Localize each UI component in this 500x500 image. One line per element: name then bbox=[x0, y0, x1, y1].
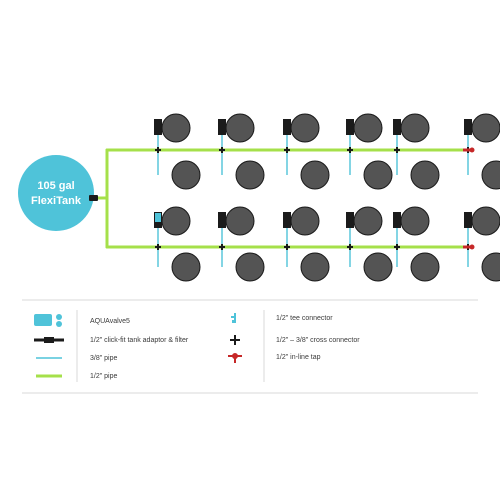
plant-pot bbox=[481, 160, 500, 190]
plant-pot bbox=[363, 252, 393, 282]
aquavalve bbox=[346, 119, 354, 135]
plant-pot bbox=[161, 113, 191, 143]
flexitank-body bbox=[18, 155, 94, 231]
click-fit-adaptor bbox=[89, 195, 98, 201]
aquavalve bbox=[218, 119, 226, 135]
plant-site-top-4 bbox=[346, 113, 393, 190]
inline-taps bbox=[463, 147, 475, 250]
legend: AQUAvalve5 1/2" click-fit tank adaptor &… bbox=[22, 299, 478, 394]
plant-site-bottom-6 bbox=[464, 206, 500, 282]
flexitank-capacity-label: 105 gal bbox=[37, 180, 74, 192]
tee-connector-icon bbox=[231, 313, 236, 323]
plant-pot bbox=[235, 252, 265, 282]
legend-label-click-fit-adaptor: 1/2" click-fit tank adaptor & filter bbox=[90, 337, 189, 344]
aquavalve bbox=[464, 212, 472, 228]
aquavalve-highlight bbox=[155, 213, 161, 222]
plant-pot bbox=[353, 206, 383, 236]
plant-pot bbox=[471, 206, 500, 236]
plant-site-bottom-4 bbox=[346, 206, 393, 282]
bottom-row-inline-tap bbox=[463, 244, 475, 250]
plant-site-top-3 bbox=[283, 113, 330, 190]
plant-pot bbox=[290, 206, 320, 236]
aquavalve bbox=[346, 212, 354, 228]
plant-pot bbox=[353, 113, 383, 143]
plant-pot bbox=[161, 206, 191, 236]
plant-pot bbox=[410, 160, 440, 190]
plant-site-bottom-5 bbox=[393, 206, 440, 282]
legend-label-half-inch-pipe: 1/2" pipe bbox=[90, 373, 118, 380]
legend-label-cross-connector: 1/2" – 3/8" cross connector bbox=[276, 337, 360, 344]
plant-pot bbox=[400, 206, 430, 236]
plant-pot bbox=[400, 113, 430, 143]
plant-sites bbox=[154, 113, 500, 282]
plant-pot bbox=[481, 252, 500, 282]
plant-site-top-6 bbox=[464, 113, 500, 190]
inline-tap-icon bbox=[228, 353, 242, 363]
plant-pot bbox=[235, 160, 265, 190]
plant-pot bbox=[471, 113, 500, 143]
plant-pot bbox=[171, 252, 201, 282]
aquavalve bbox=[154, 119, 162, 135]
plant-pot bbox=[300, 160, 330, 190]
aquavalve bbox=[393, 119, 401, 135]
plant-pot bbox=[290, 113, 320, 143]
legend-label-three-eighths-pipe: 3/8" pipe bbox=[90, 355, 118, 362]
plant-site-bottom-2 bbox=[218, 206, 265, 282]
click-fit-adaptor-icon bbox=[34, 337, 64, 343]
top-row-inline-tap bbox=[463, 147, 475, 153]
plant-pot bbox=[225, 113, 255, 143]
plant-pot bbox=[363, 160, 393, 190]
cross-connector-icon bbox=[230, 335, 240, 345]
aquavalve bbox=[464, 119, 472, 135]
legend-label-tee-connector: 1/2" tee connector bbox=[276, 315, 333, 322]
aquavalve5-icon bbox=[34, 314, 62, 327]
flexitank: 105 gal FlexiTank bbox=[18, 155, 98, 231]
aquavalve bbox=[283, 212, 291, 228]
aquavalve bbox=[218, 212, 226, 228]
plant-pot bbox=[410, 252, 440, 282]
legend-label-aquavalve5: AQUAvalve5 bbox=[90, 318, 130, 325]
plant-pot bbox=[171, 160, 201, 190]
aquavalve bbox=[283, 119, 291, 135]
legend-label-inline-tap: 1/2" in-line tap bbox=[276, 354, 321, 361]
plant-pot bbox=[300, 252, 330, 282]
plant-pot bbox=[225, 206, 255, 236]
plant-site-top-2 bbox=[218, 113, 265, 190]
flexitank-name-label: FlexiTank bbox=[31, 195, 82, 207]
plant-site-top-1 bbox=[154, 113, 201, 190]
plant-site-bottom-3 bbox=[283, 206, 330, 282]
plant-site-bottom-1 bbox=[154, 206, 201, 282]
plant-site-top-5 bbox=[393, 113, 440, 190]
aquavalve bbox=[393, 212, 401, 228]
